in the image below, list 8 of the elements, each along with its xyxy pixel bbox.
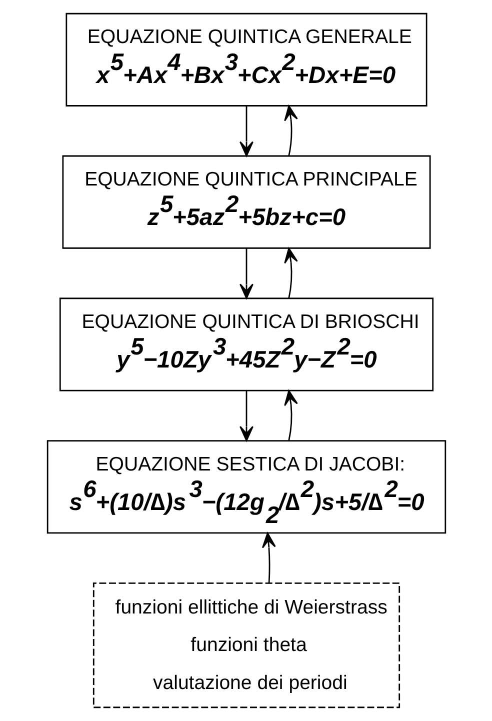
arrow (284, 248, 298, 298)
arrow (261, 532, 276, 583)
arrow (239, 248, 253, 299)
arrow (239, 390, 253, 442)
arrow (284, 390, 298, 441)
node-box: funzioni ellittiche di Weierstrass funzioni theta valutazione dei periodi (92, 582, 400, 708)
arrow (284, 105, 298, 156)
arrow (239, 106, 253, 157)
